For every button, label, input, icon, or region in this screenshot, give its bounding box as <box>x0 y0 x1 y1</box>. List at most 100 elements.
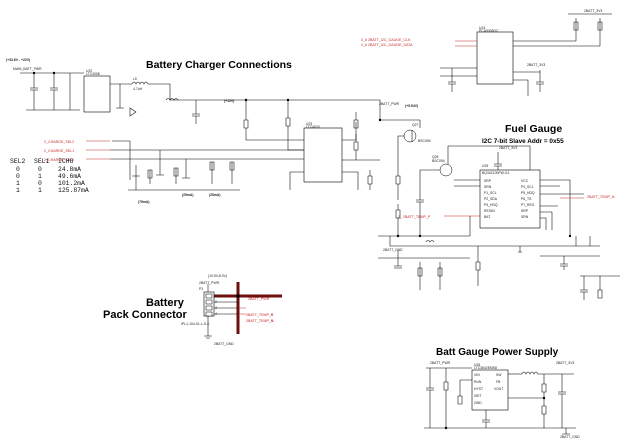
u25-pin: P6_TS <box>521 197 532 201</box>
u23-ref: U23 <box>306 122 312 126</box>
gauge-output-caps <box>378 246 620 300</box>
inductor-ref: L5 <box>133 77 137 81</box>
u23-wiring <box>110 99 381 190</box>
batt-3v3-right-label: 2BATT_3V3 <box>527 63 545 67</box>
batt-3v3-gauge-label: 2BATT_3V3 <box>499 146 517 150</box>
u26-pin: VIN <box>474 373 480 377</box>
q28-label: BSC094 <box>432 159 445 163</box>
u25-pins-right: VCC P4_SCL P5_HDQ P6_TS P7_REG SRP SRN <box>521 179 535 219</box>
main-batt-pwr-label: MAIN_BATT_PWR <box>13 67 42 71</box>
table-cell: 0 <box>38 166 42 173</box>
inductor-value: 4.7uH <box>133 87 143 91</box>
batt-gnd-gauge-label: 2BATT_GND <box>383 248 403 252</box>
pack-connector-p3 <box>203 282 282 339</box>
table-cell: 1 <box>38 173 42 180</box>
connector-part: IPL1-104-01-L-S-K <box>181 322 210 326</box>
net-batt-temp-p-conn: 2BATT_TEMP_P <box>246 313 274 317</box>
u25-pin: SRP <box>484 179 492 183</box>
u26-regulator-ic <box>471 369 509 411</box>
u23-sense-resistors <box>353 112 373 190</box>
net-batt-pwr-conn: 2BATT_PWR <box>248 297 270 301</box>
u24-ref: U24 <box>479 26 485 30</box>
u25-pin: SRP <box>521 209 529 213</box>
net-charge-sel1: 2_CHARGE_SEL1 <box>44 149 74 153</box>
batt-pwr-top-label: 2BATT_PWR <box>379 102 400 106</box>
table-cell: 1 <box>16 180 20 187</box>
u23-charger-ic <box>303 127 343 183</box>
table-cell: 24.8mA <box>58 166 81 173</box>
net-charge-sel2: 2_CHARGE_SEL2 <box>44 140 74 144</box>
table-cell: 49.6mA <box>58 173 81 180</box>
junction-dots <box>32 71 572 430</box>
u25-pin: P5_HDQ <box>521 191 535 195</box>
charger-output-stage <box>110 81 232 124</box>
charge-current-25ma-a: (25mA) <box>182 193 194 197</box>
u24-wiring <box>440 13 612 96</box>
input-voltage-range: (+33.6V - +22V) <box>6 58 30 62</box>
pack-connector-title-line1: Battery <box>146 297 185 309</box>
u25-pin: P4_SCL <box>521 185 534 189</box>
net-charge-sel0: 2_CHARGE_SEL0 <box>44 158 74 162</box>
u26-pin: VOUT <box>494 387 503 391</box>
net-batt-temp-right: 2BATT_TEMP_N <box>587 195 615 199</box>
net-i2c-sda: 2_6 2BATT_I2C_GAUGE_DATA <box>361 43 413 47</box>
table-cell: 0 <box>16 173 20 180</box>
fuel-gauge-title: Fuel Gauge <box>505 123 562 135</box>
q27-ref: Q27 <box>412 123 419 127</box>
charge-select-network <box>86 140 240 191</box>
charge-select-table: SEL2 SEL1 ICHG 0 0 24.8mA 0 1 49.6mA 1 0… <box>10 158 89 194</box>
u25-fuel-gauge-ic <box>479 169 541 229</box>
connector-pin-2: 2 <box>215 300 217 304</box>
pin-ref-temp-p: 4 <box>271 313 273 317</box>
batt-3v3-ps-label: 2BATT_3V3 <box>556 361 574 365</box>
u26-pin: HYST <box>474 387 483 391</box>
rail-9v54-label: (+9.54V) <box>405 104 418 108</box>
batt-3v3-top-label: 2BATT_3V3 <box>584 9 602 13</box>
u26-pin: GND <box>474 401 482 405</box>
u25-pin: P7_REG <box>521 203 535 207</box>
u24-part: PCA9306DC <box>479 29 499 33</box>
batt-pwr-conn-rail: 2BATT_PWR <box>199 281 220 285</box>
charge-current-75ma: (75mA) <box>138 200 150 204</box>
table-cell: 0 <box>38 180 42 187</box>
rail-12v-label: (+12V) <box>224 99 234 103</box>
u25-pin: BAT <box>484 215 490 219</box>
pack-connector-title-line2: Pack Connector <box>103 309 187 321</box>
table-cell: 1 <box>38 187 42 194</box>
connector-ref: P3 <box>199 287 203 291</box>
table-cell: 0 <box>16 166 20 173</box>
table-cell: 101.2mA <box>58 180 85 187</box>
u24-i2c-buffer <box>476 31 514 85</box>
net-batt-temp-n-conn: 2BATT_TEMP_N <box>246 319 274 323</box>
u26-pin: SW <box>496 373 502 377</box>
u26-pin: RUN <box>474 380 482 384</box>
u25-pin: REGIN <box>484 209 495 213</box>
u25-pin: VCC <box>521 179 529 183</box>
u25-pin: SRN <box>484 185 492 189</box>
mosfet-q28 <box>419 145 480 190</box>
u26-part: LTC3642EMS8 <box>474 366 497 370</box>
charge-current-25ma-b: (25mA) <box>209 193 221 197</box>
u25-part: BQ34Z100PW-G1 <box>482 171 510 175</box>
u26-wiring <box>424 367 576 435</box>
charger-section-title: Battery Charger Connections <box>146 59 292 71</box>
table-cell: 1 <box>16 187 20 194</box>
u26-pins: VIN RUN HYST ISET GND SW FB VOUT <box>474 373 503 405</box>
net-i2c-scl: 2_6 2BATT_I2C_GAUGE_CLK <box>361 38 411 42</box>
connector-pin-1: 1 <box>215 294 217 298</box>
batt-pwr-ps-label: 2BATT_PWR <box>430 361 451 365</box>
table-header-sel1: SEL1 <box>34 158 50 165</box>
u25-ref: U25 <box>482 164 488 168</box>
u22-ref: U22 <box>86 69 92 73</box>
u25-pin: P3_HDQ <box>484 203 498 207</box>
u25-pin: P2_SDA <box>484 197 498 201</box>
i2c-address-note: I2C 7-bit Slave Addr = 0x55 <box>482 138 564 145</box>
charger-input-stage <box>20 72 84 111</box>
q27-label: BSC094 <box>418 139 431 143</box>
net-batt-temp-p: 2_ 2BATT_TEMP_P <box>398 215 431 219</box>
u23-part: LTC4020 <box>306 125 320 129</box>
u22-charger-ic <box>83 75 111 113</box>
table-cell: 125.87mA <box>58 187 89 194</box>
connector-pin-3: 3 <box>215 306 217 310</box>
power-supply-title: Batt Gauge Power Supply <box>436 347 559 358</box>
